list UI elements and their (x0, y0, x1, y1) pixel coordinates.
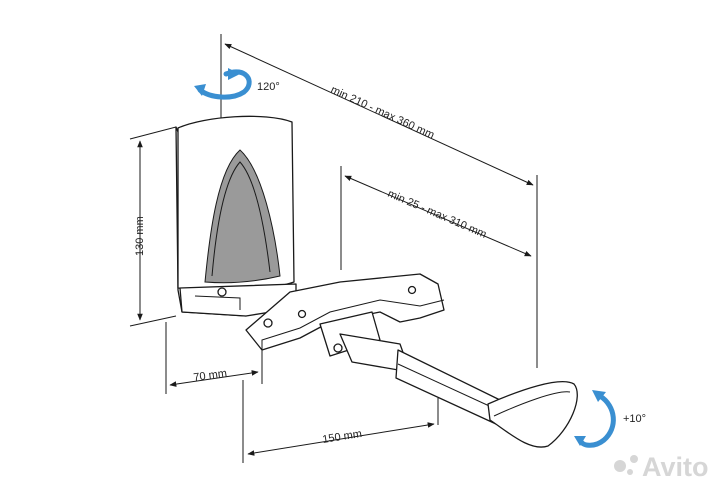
watermark-text: Avito (642, 452, 709, 482)
total-length-label: min 210 - max 360 mm (329, 84, 436, 142)
paddle-head (487, 381, 578, 448)
bracket-arm (245, 273, 501, 425)
dimension-base-depth: 70 mm (165, 322, 263, 394)
base-depth-label: 70 mm (193, 367, 228, 384)
avito-watermark: Avito (614, 452, 709, 482)
arm-length-label: min 25 - max 310 mm (386, 188, 488, 241)
dimension-handle-length: 150 mm (242, 380, 439, 463)
handle-length-label: 150 mm (322, 428, 363, 446)
rotation-top-label: 120° (257, 81, 280, 93)
rotation-arrow-top-icon: 120° (194, 68, 280, 100)
wall-mount-body (175, 115, 297, 317)
dimension-arm-length: min 25 - max 310 mm (340, 166, 532, 270)
height-label: 130 mm (134, 216, 146, 256)
rotation-arrow-bottom-icon: +10° (574, 390, 646, 448)
dimension-height: 130 mm (129, 126, 177, 327)
rotation-bottom-label: +10° (623, 413, 646, 425)
